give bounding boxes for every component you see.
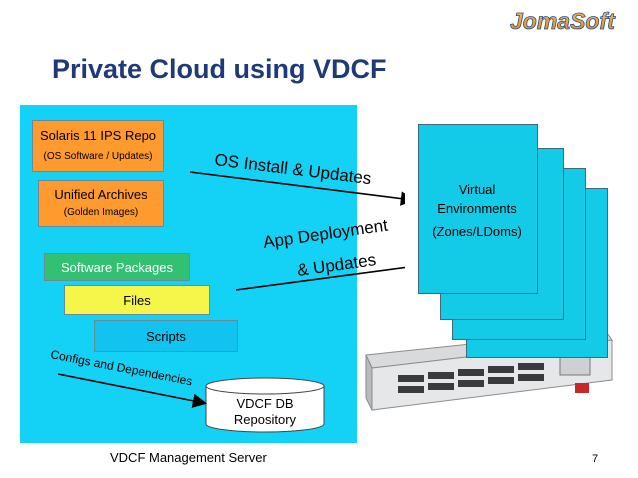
ips-repo-subtitle: (OS Software / Updates): [43, 151, 153, 162]
vdcf-db-label: VDCF DB Repository: [206, 396, 324, 428]
ips-repo-box: Solaris 11 IPS Repo (OS Software / Updat…: [32, 120, 164, 172]
scripts-box: Scripts: [94, 320, 238, 352]
ips-repo-title: Solaris 11 IPS Repo: [39, 128, 157, 143]
app-deploy-label-1: App Deployment: [262, 216, 389, 252]
files-box: Files: [64, 285, 210, 315]
virtual-env-box-main: [418, 124, 538, 294]
virtual-env-line2: Environments: [437, 201, 517, 216]
jomasoft-logo: JomaSoft: [508, 6, 626, 36]
unified-archives-title: Unified Archives: [54, 187, 148, 202]
configs-label: Configs and Dependencies: [49, 347, 193, 388]
vdcf-db-line2: Repository: [233, 412, 297, 427]
slide-title: Private Cloud using VDCF: [52, 54, 387, 84]
vdcf-db-line1: VDCF DB: [236, 396, 294, 411]
page-number: 7: [592, 453, 599, 465]
logo-graphic: JomaSoft: [510, 8, 617, 35]
footer-label: VDCF Management Server: [110, 450, 267, 465]
software-packages-box: Software Packages: [44, 253, 190, 281]
svg-text:JomaSoft: JomaSoft: [510, 8, 616, 34]
unified-archives-subtitle: (Golden Images): [63, 207, 139, 218]
unified-archives-box: Unified Archives (Golden Images): [38, 180, 164, 227]
os-install-label: OS Install & Updates: [214, 150, 373, 188]
virtual-env-label: Virtual Environments (Zones/LDoms): [415, 180, 539, 241]
os-install-arrow: [189, 171, 416, 206]
virtual-env-line1: Virtual: [458, 182, 496, 197]
vdcf-db-cylinder: [205, 377, 325, 433]
configs-arrow: [57, 373, 208, 408]
virtual-env-line3: (Zones/LDoms): [432, 224, 522, 239]
app-deploy-label-2: & Updates: [296, 250, 377, 280]
